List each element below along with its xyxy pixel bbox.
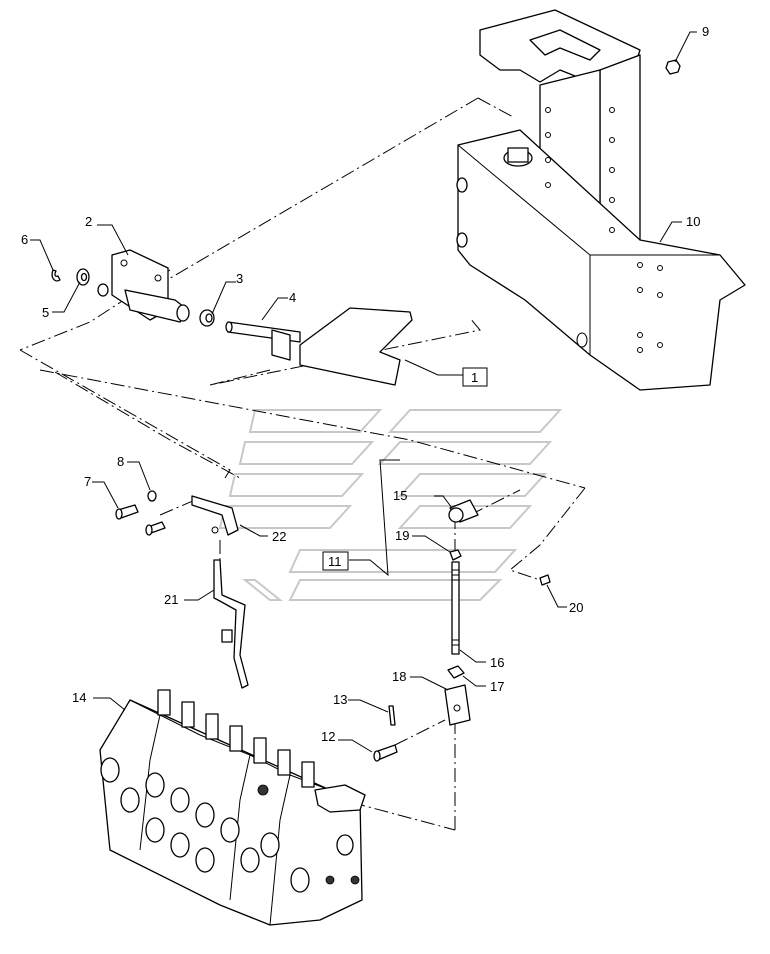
snap-ring [51,269,61,282]
callout-box-11 [322,551,349,571]
callout-18: 18 [392,669,406,684]
lock-washer [147,490,157,502]
watermark-logo [218,409,563,601]
callout-15: 15 [393,488,407,503]
callout-20: 20 [569,600,583,615]
callout-22: 22 [272,529,286,544]
leader-lines [30,31,697,753]
bolt [115,504,166,536]
ball-joint [448,499,479,523]
mount-bracket [111,249,190,323]
callout-11: 11 [328,554,342,569]
callout-3: 3 [236,271,243,286]
threaded-rod [451,561,460,655]
callout-labels: 1 2 3 4 5 6 7 8 9 10 11 12 13 14 15 16 1… [21,24,709,744]
callout-13: 13 [333,692,347,707]
jam-nut [539,574,551,586]
spring-pin [388,705,396,726]
washer [76,268,109,297]
callout-10: 10 [686,214,700,229]
callout-8: 8 [117,454,124,469]
callout-21: 21 [164,592,178,607]
pedal-shaft [225,321,301,361]
main-frame [456,9,746,391]
nut [665,59,681,75]
callout-box-1 [462,367,488,387]
bushing [199,309,215,327]
callout-9: 9 [702,24,709,39]
callout-12: 12 [321,729,335,744]
callout-17: 17 [490,679,504,694]
pedal-plate [299,307,413,386]
callout-19: 19 [395,528,409,543]
callout-7: 7 [84,474,91,489]
callout-6: 6 [21,232,28,247]
callout-14: 14 [72,690,86,705]
control-valve [99,689,366,926]
callout-16: 16 [490,655,504,670]
clevis [444,684,471,726]
shaped-rod [213,559,249,689]
jam-nut [447,665,465,679]
hex-nut [449,549,462,561]
callout-4: 4 [289,290,296,305]
callout-1: 1 [471,370,478,385]
callout-2: 2 [85,214,92,229]
callout-5: 5 [42,305,49,320]
small-bracket [191,495,239,536]
pin [373,744,398,762]
